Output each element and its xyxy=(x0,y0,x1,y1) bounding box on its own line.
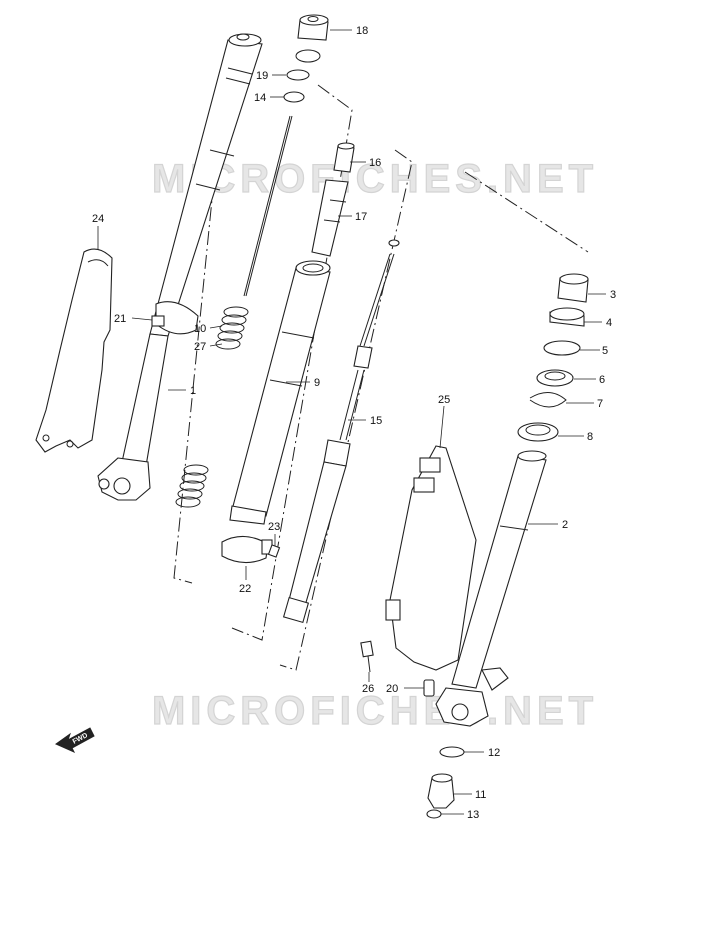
callout-1: 1 xyxy=(190,385,196,397)
watermark-top: MICROFICHES.NET xyxy=(152,157,598,201)
part-14-o-ring xyxy=(283,91,305,103)
callout-24: 24 xyxy=(92,213,104,225)
part-25-guard-bracket xyxy=(385,445,477,671)
outline-left-group xyxy=(173,39,229,584)
outline-middle-group xyxy=(231,84,353,641)
part-3-bushing xyxy=(557,273,589,303)
callout-22: 22 xyxy=(239,583,251,595)
callout-16: 16 xyxy=(369,157,381,169)
leader-27 xyxy=(209,343,223,347)
part-upper-washer xyxy=(295,49,321,63)
part-18-top-cap xyxy=(297,14,329,41)
callout-4: 4 xyxy=(606,317,612,329)
callout-13: 13 xyxy=(467,809,479,821)
leader-21 xyxy=(131,317,153,321)
callout-23: 23 xyxy=(268,521,280,533)
part-spring-rod xyxy=(243,115,291,297)
watermark-bottom: MICROFICHES.NET xyxy=(152,689,598,733)
part-1-outer-tube xyxy=(97,33,263,501)
part-7-stopper-ring xyxy=(529,392,567,408)
callout-25: 25 xyxy=(438,394,450,406)
callout-12: 12 xyxy=(488,747,500,759)
callout-10: 10 xyxy=(194,323,206,335)
part-main-spring xyxy=(175,464,209,508)
part-11-base-valve xyxy=(427,773,455,809)
part-15-damper-rod xyxy=(282,239,400,624)
fwd-arrow-icon: FWD xyxy=(54,727,95,754)
part-8-dust-seal xyxy=(517,422,559,442)
part-22-lower-clamp xyxy=(221,535,273,564)
part-19-o-ring xyxy=(286,69,310,81)
callout-8: 8 xyxy=(587,431,593,443)
part-21-clamp xyxy=(151,301,199,335)
callout-11: 11 xyxy=(475,789,486,801)
callout-15: 15 xyxy=(370,415,382,427)
leader-10 xyxy=(209,325,223,329)
callout-26: 26 xyxy=(362,683,374,695)
callout-18: 18 xyxy=(356,25,368,37)
part-2-outer-tube-right xyxy=(435,450,547,727)
part-9-inner-tube xyxy=(229,260,331,525)
outline-right-group xyxy=(464,171,589,253)
callout-9: 9 xyxy=(314,377,320,389)
callout-19: 19 xyxy=(256,70,268,82)
callout-27: 27 xyxy=(194,341,206,353)
part-23-bolt xyxy=(267,544,281,558)
part-20-screw xyxy=(423,679,435,697)
part-24-fork-guard xyxy=(35,248,113,453)
outline-damper-group xyxy=(279,149,413,671)
part-26-bolt xyxy=(360,640,374,673)
callout-20: 20 xyxy=(386,683,398,695)
part-10-spring xyxy=(215,306,249,350)
part-5-washer xyxy=(543,340,581,356)
leader-25 xyxy=(439,405,445,449)
callout-14: 14 xyxy=(254,92,266,104)
part-4-bushing xyxy=(549,307,585,327)
part-12-o-ring xyxy=(439,746,465,758)
callout-6: 6 xyxy=(599,374,605,386)
part-16-collar xyxy=(333,142,355,173)
callout-17: 17 xyxy=(355,211,367,223)
callout-21: 21 xyxy=(114,313,126,325)
part-6-oil-seal xyxy=(536,369,574,387)
callout-2: 2 xyxy=(562,519,568,531)
callout-5: 5 xyxy=(602,345,608,357)
part-13-plug xyxy=(426,809,442,819)
callout-7: 7 xyxy=(597,398,603,410)
part-17-sleeve xyxy=(311,179,349,257)
callout-3: 3 xyxy=(610,289,616,301)
